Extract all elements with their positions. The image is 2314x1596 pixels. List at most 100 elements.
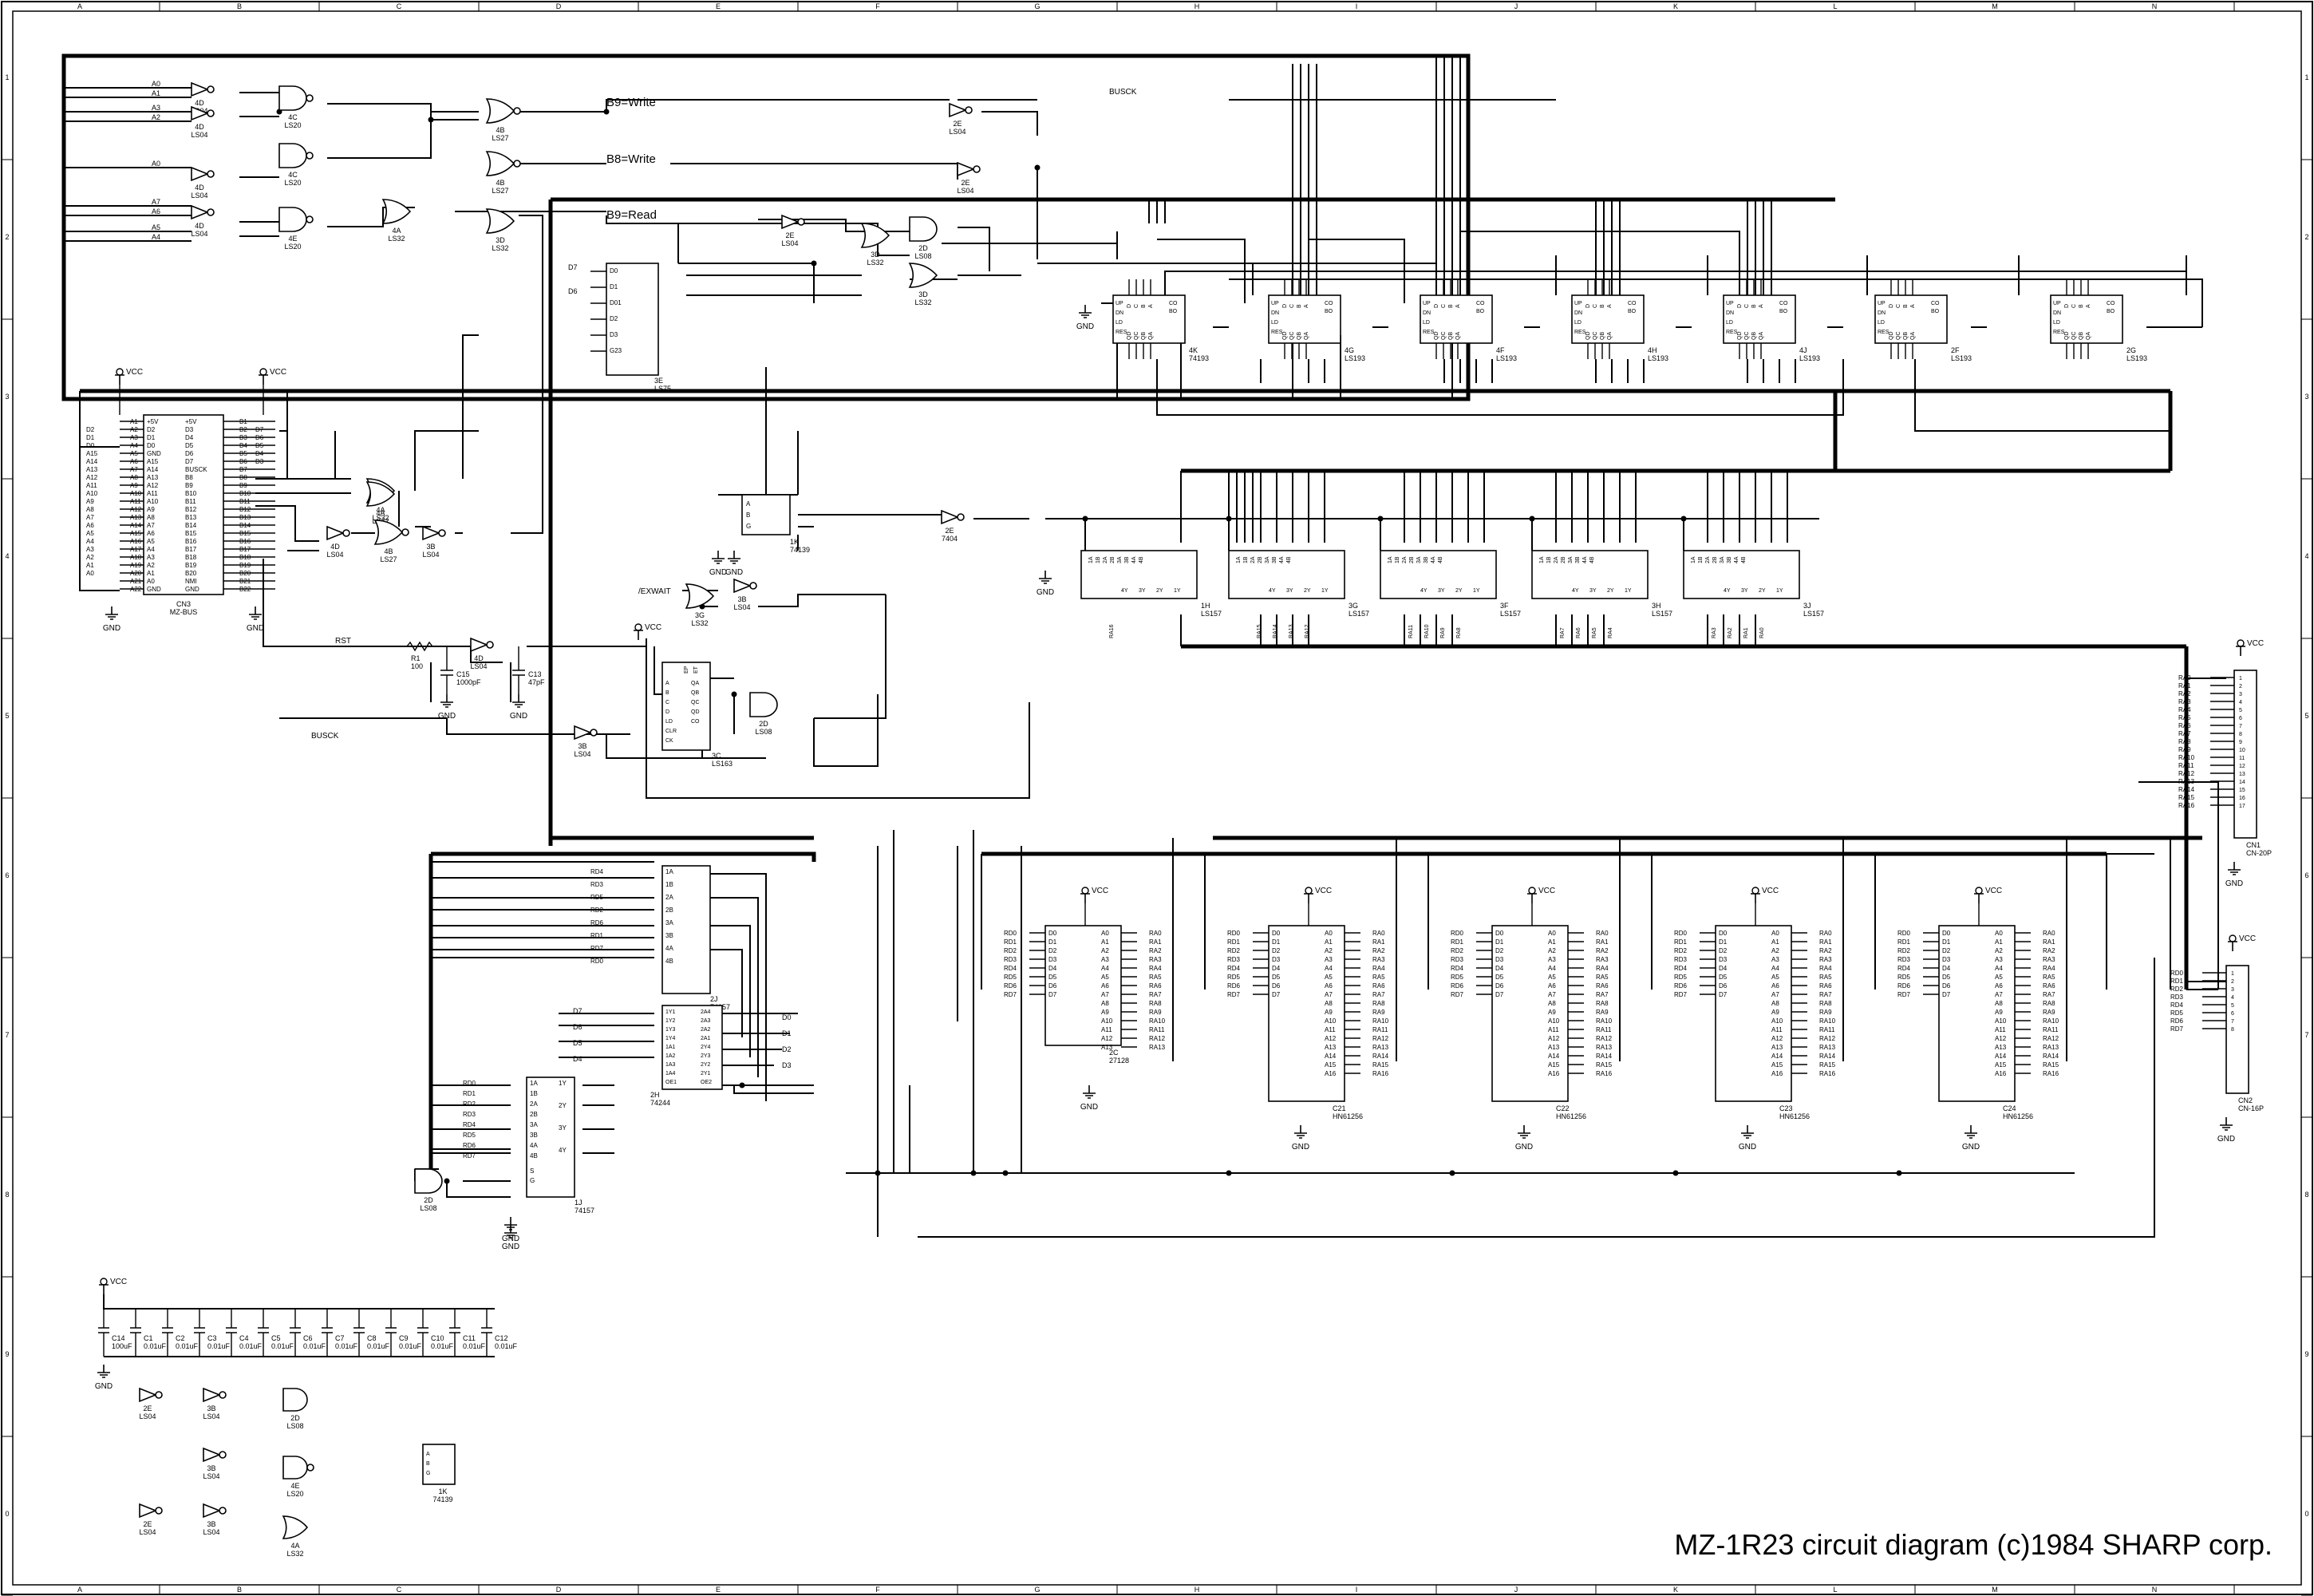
memory-address-net: RA16 [1372, 1070, 1389, 1077]
chip-pin-name: A10 [1101, 1017, 1113, 1025]
grid-row-label: 7 [2304, 1031, 2308, 1039]
data-line-label: D1 [782, 1029, 792, 1037]
chip-type: LS193 [2126, 354, 2147, 362]
chip-ref: C22 [1556, 1104, 1570, 1112]
chip-pin-name: C [1134, 304, 1139, 308]
connector-pin-name: B15 [185, 530, 197, 537]
chip-pin-name: D4 [1495, 965, 1504, 972]
chip-pin-name: LD [665, 719, 673, 725]
connector-pin-name: D6 [185, 450, 194, 457]
chip-body [1080, 550, 1198, 599]
chip-pin-name: 1A [1539, 556, 1545, 563]
gate-ref-label: 3D [871, 251, 880, 259]
inversion-bubble [513, 160, 521, 168]
chip-pin-name: B [1903, 304, 1909, 308]
connector-pin-number: 1 [2239, 676, 2242, 681]
chip-pin-name: BO [1628, 309, 1637, 314]
gate-body [574, 725, 593, 741]
gate-ref-label: 4C [288, 171, 298, 179]
gate-type-label: LS27 [492, 187, 508, 195]
chip-pin-name: D5 [1272, 974, 1281, 981]
vcc-circle [100, 1278, 108, 1286]
chip-pin-name: 4Y [1420, 588, 1427, 594]
ground-symbol: GND [1076, 305, 1094, 331]
chip-pin-name: QA [691, 681, 699, 686]
memory-address-net: RA15 [2043, 1061, 2059, 1069]
memory-address-net: RA8 [1819, 1000, 1832, 1007]
chip-pin-name: DN [1423, 310, 1431, 316]
chip-ref: 3F [1500, 602, 1509, 610]
chip-pin-name: QA [1607, 332, 1613, 340]
vcc-circle [2229, 934, 2237, 942]
memory-address-net: RA8 [2043, 1000, 2055, 1007]
gate-ref-label: 3B [207, 1464, 215, 1472]
chip-pin-name: 2A [1250, 556, 1256, 563]
chip-pin-name: 1Y1 [665, 1009, 676, 1015]
grid-row-label: 4 [2304, 552, 2308, 560]
gate-type-label: LS20 [284, 121, 301, 129]
memory-address-net: RA5 [1596, 974, 1609, 981]
chip-pin-name: D6 [1048, 982, 1057, 990]
connector-pin-name: B17 [185, 546, 197, 553]
connector-pin-name: BUSCK [185, 466, 207, 473]
connector-pin-name: A7 [147, 522, 155, 529]
memory-address-net: RA13 [1819, 1044, 1836, 1051]
gate-type-label: LS20 [284, 243, 301, 251]
gate-type-label: LS08 [420, 1204, 436, 1212]
read-net-label: RD0 [463, 1080, 476, 1087]
gate-type-label: LS04 [781, 239, 798, 247]
chip-pin-name: A13 [1548, 1044, 1560, 1051]
chip-type: 74244 [650, 1099, 670, 1107]
chip-pin-name: QC [1134, 332, 1139, 341]
component-ref: C13 [528, 670, 542, 678]
chip-pin-name: A4 [1548, 965, 1556, 972]
chip-ref: 1K [790, 538, 799, 546]
chip-type: LS163 [712, 760, 733, 768]
chip-pin-name: S [530, 1167, 534, 1175]
chip-pin-name: 2Y4 [701, 1045, 711, 1050]
connector-pin-number: 5 [2239, 708, 2242, 713]
chip-ref: 2J [710, 995, 718, 1003]
grid-col-label: A [77, 1586, 82, 1594]
chip-type: HN61256 [2003, 1112, 2033, 1120]
grid-col-label: H [1195, 1586, 1200, 1594]
grid-row-label: 7 [5, 1031, 9, 1039]
connector-net-label: RA0 [2178, 674, 2191, 681]
resistor-symbol [406, 641, 433, 652]
chip-pin-name: 4A [1131, 556, 1137, 563]
gate-ref-label: 2E [961, 179, 969, 187]
chip-ref: 2H [650, 1091, 660, 1099]
chip-pin-name: 2Y [559, 1102, 567, 1109]
gate-body [191, 81, 210, 97]
chip-pin-name: QA [1910, 332, 1916, 340]
component-ref: C2 [176, 1334, 185, 1342]
chip-type: LS157 [1652, 610, 1672, 618]
chip-pin-name: 2A [530, 1100, 538, 1108]
chip-pin-name: 3B [1575, 556, 1581, 563]
gate-type-label: LS32 [388, 235, 405, 243]
chip-pin-name: A2 [1548, 947, 1556, 954]
chip-pin-name: A9 [1101, 1009, 1109, 1016]
chip-pin-name: QB [1297, 332, 1302, 340]
chip-pin-name: 3B [1424, 556, 1429, 563]
mux-output-net: RA1 [1743, 627, 1749, 638]
chip-pin-name: A15 [1325, 1061, 1337, 1069]
ground-label: GND [709, 568, 727, 577]
mux-output-net: RA0 [1759, 627, 1765, 638]
bus-signal-label: A3 [86, 546, 94, 553]
net-busck-left: BUSCK [311, 732, 339, 741]
chip-body [1531, 550, 1649, 599]
gate-ref-label: 2E [953, 120, 962, 128]
gate-body [282, 1456, 308, 1479]
gate-ref-label: 4D [330, 543, 340, 551]
chip-type: HN61256 [1556, 1112, 1586, 1120]
chip-pin-name: A1 [1548, 938, 1556, 946]
